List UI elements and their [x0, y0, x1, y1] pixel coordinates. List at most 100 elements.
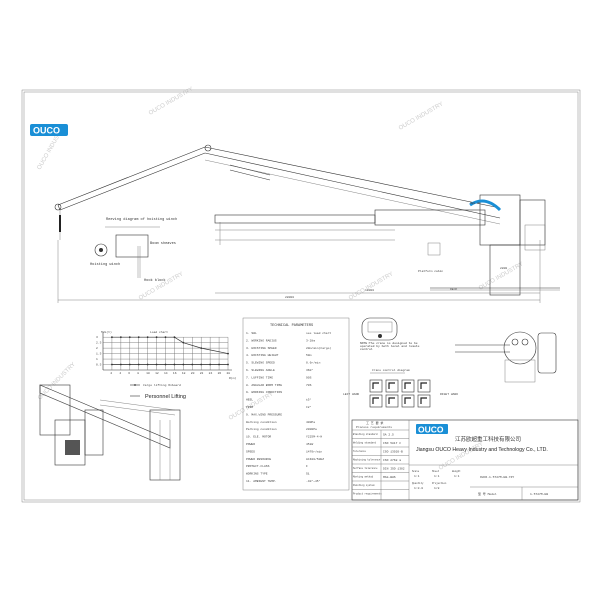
data-point [227, 352, 229, 355]
model-value: 1.5T27M-HB [530, 493, 548, 496]
drawing-frame [21, 89, 581, 503]
y-tick-label: 0.5 [96, 364, 102, 367]
svg-text:OUCO: OUCO [33, 126, 60, 136]
param-label: 10. ELE. MOTOR [246, 436, 271, 439]
svg-text:Crane control diagram: Crane control diagram [372, 368, 410, 372]
param-value: F [306, 465, 308, 468]
y-tick-label: 3 [96, 336, 98, 339]
data-point [173, 336, 176, 339]
data-point [119, 336, 122, 339]
svg-text:2800: 2800 [500, 267, 507, 270]
param-value: 70S [306, 384, 312, 387]
title-block-label: Weight [452, 470, 461, 473]
param-value: 45kW [306, 442, 313, 446]
data-point [164, 336, 167, 339]
process-value: MAG-BHS [383, 476, 396, 479]
x-tick-label: 28 [227, 372, 231, 375]
remote-control-view: NOTE:The crane is designed to be operate… [343, 317, 458, 396]
ouco-logo: OUCO [30, 124, 68, 136]
param-label: POWER RESOURCE [246, 458, 271, 461]
svg-text:OUCO INDUSTRY: OUCO INDUSTRY [148, 86, 195, 116]
process-label: Machining tolerance [353, 459, 381, 462]
x-tick-label: 20 [191, 372, 195, 375]
param-label: 2. WORKING RADIUS [246, 339, 277, 342]
param-label: 8. ANGULAR BOOM TIME [246, 384, 282, 387]
company-name-cn: 江苏欧超重工科技有限公司 [455, 435, 521, 443]
title-block-label: Quantity [412, 482, 424, 485]
data-point [218, 363, 220, 366]
param-label: 11. AMBIENT TEMP. [246, 480, 277, 483]
param-label: HEEL [246, 399, 253, 402]
legend-cargo: Cargo lifting Onboard [143, 383, 181, 387]
data-point [146, 336, 149, 339]
process-value: DIN ISO 1302 [383, 468, 405, 471]
param-value: ±5° [306, 398, 312, 402]
data-point [119, 363, 122, 366]
process-value: ISO 2768 m [383, 459, 401, 462]
crane-side-view: Platform cabin DECK SWL 3t 2800 28000 18… [54, 144, 560, 303]
y-tick-label: 2 [96, 347, 98, 350]
data-point [128, 363, 131, 366]
arrow-icon [404, 382, 411, 389]
data-point [200, 347, 203, 350]
data-point [111, 336, 113, 339]
title-block-label: Scale [412, 470, 420, 473]
param-label: 9. MAX.WIND PRESSURE [246, 413, 282, 416]
data-point [200, 363, 203, 366]
param-value: see load chart [306, 331, 331, 335]
drawing-number: OUCO-1.5T27M-HB-YZY [480, 476, 514, 479]
data-point [137, 363, 140, 366]
x-tick-label: 14 [164, 372, 168, 375]
data-point [164, 363, 167, 366]
arrow-icon [388, 397, 395, 404]
svg-text:Hoisting winch: Hoisting winch [90, 262, 120, 267]
svg-text:LEFT HAND: LEFT HAND [343, 393, 359, 396]
param-value: 0.6r/min [306, 361, 321, 365]
param-label: WORKING TYPE [246, 473, 268, 476]
data-point [227, 363, 229, 366]
param-label: TRIM [246, 406, 253, 409]
param-label: 3. HOISTING SPEED [246, 347, 277, 350]
svg-text:Hook block: Hook block [144, 278, 166, 283]
lever-box [369, 379, 383, 393]
param-value: 360° [306, 368, 313, 372]
process-value: ISO 5817 C [383, 442, 401, 445]
x-tick-label: 26 [218, 372, 222, 375]
data-point [182, 341, 185, 344]
svg-text:OUCO INDUSTRY: OUCO INDUSTRY [348, 271, 395, 301]
lever-box [385, 379, 399, 393]
process-value: ISO 13920-B [383, 451, 403, 454]
data-point [111, 363, 113, 366]
lever-box [369, 394, 383, 408]
data-point [173, 363, 176, 366]
svg-text:RIGHT HAND: RIGHT HAND [440, 393, 458, 396]
arrow-icon [420, 397, 427, 404]
process-label: Painting system [353, 484, 375, 487]
x-tick-label: 22 [200, 372, 204, 375]
svg-text:OUCO INDUSTRY: OUCO INDUSTRY [398, 101, 445, 131]
lever-box [401, 379, 415, 393]
load-chart-xlabel: R(m) [229, 376, 236, 380]
process-label: Marking method [353, 476, 374, 479]
arrow-icon [404, 397, 411, 404]
svg-text:OUCO INDUSTRY: OUCO INDUSTRY [438, 441, 485, 471]
title-block-value: 1:1 [434, 475, 440, 478]
svg-text:SWL 3t: SWL 3t [470, 202, 481, 205]
param-value: Y225M-4-H [306, 436, 322, 439]
x-tick-label: 16 [173, 372, 177, 375]
param-label: 7. LUFFING TIME [246, 376, 273, 379]
x-tick-label: 24 [209, 372, 213, 375]
x-tick-label: 2 [110, 372, 112, 375]
load-chart: SWL(t) Load chart R(m) Cargo lifting Onb… [96, 330, 236, 400]
svg-text:OUCO INDUSTRY: OUCO INDUSTRY [37, 362, 77, 402]
param-value: 90S [306, 376, 312, 379]
note-text: NOTE:The crane is designed to be operate… [360, 342, 420, 351]
data-point [137, 336, 140, 339]
svg-text:Reeving diagram of hoisting wi: Reeving diagram of hoisting winch [106, 217, 177, 222]
process-label: Product requirements [353, 493, 382, 496]
load-chart-ylabel: SWL(t) [101, 330, 112, 334]
arrow-icon [420, 382, 427, 389]
svg-text:18000: 18000 [365, 289, 374, 292]
